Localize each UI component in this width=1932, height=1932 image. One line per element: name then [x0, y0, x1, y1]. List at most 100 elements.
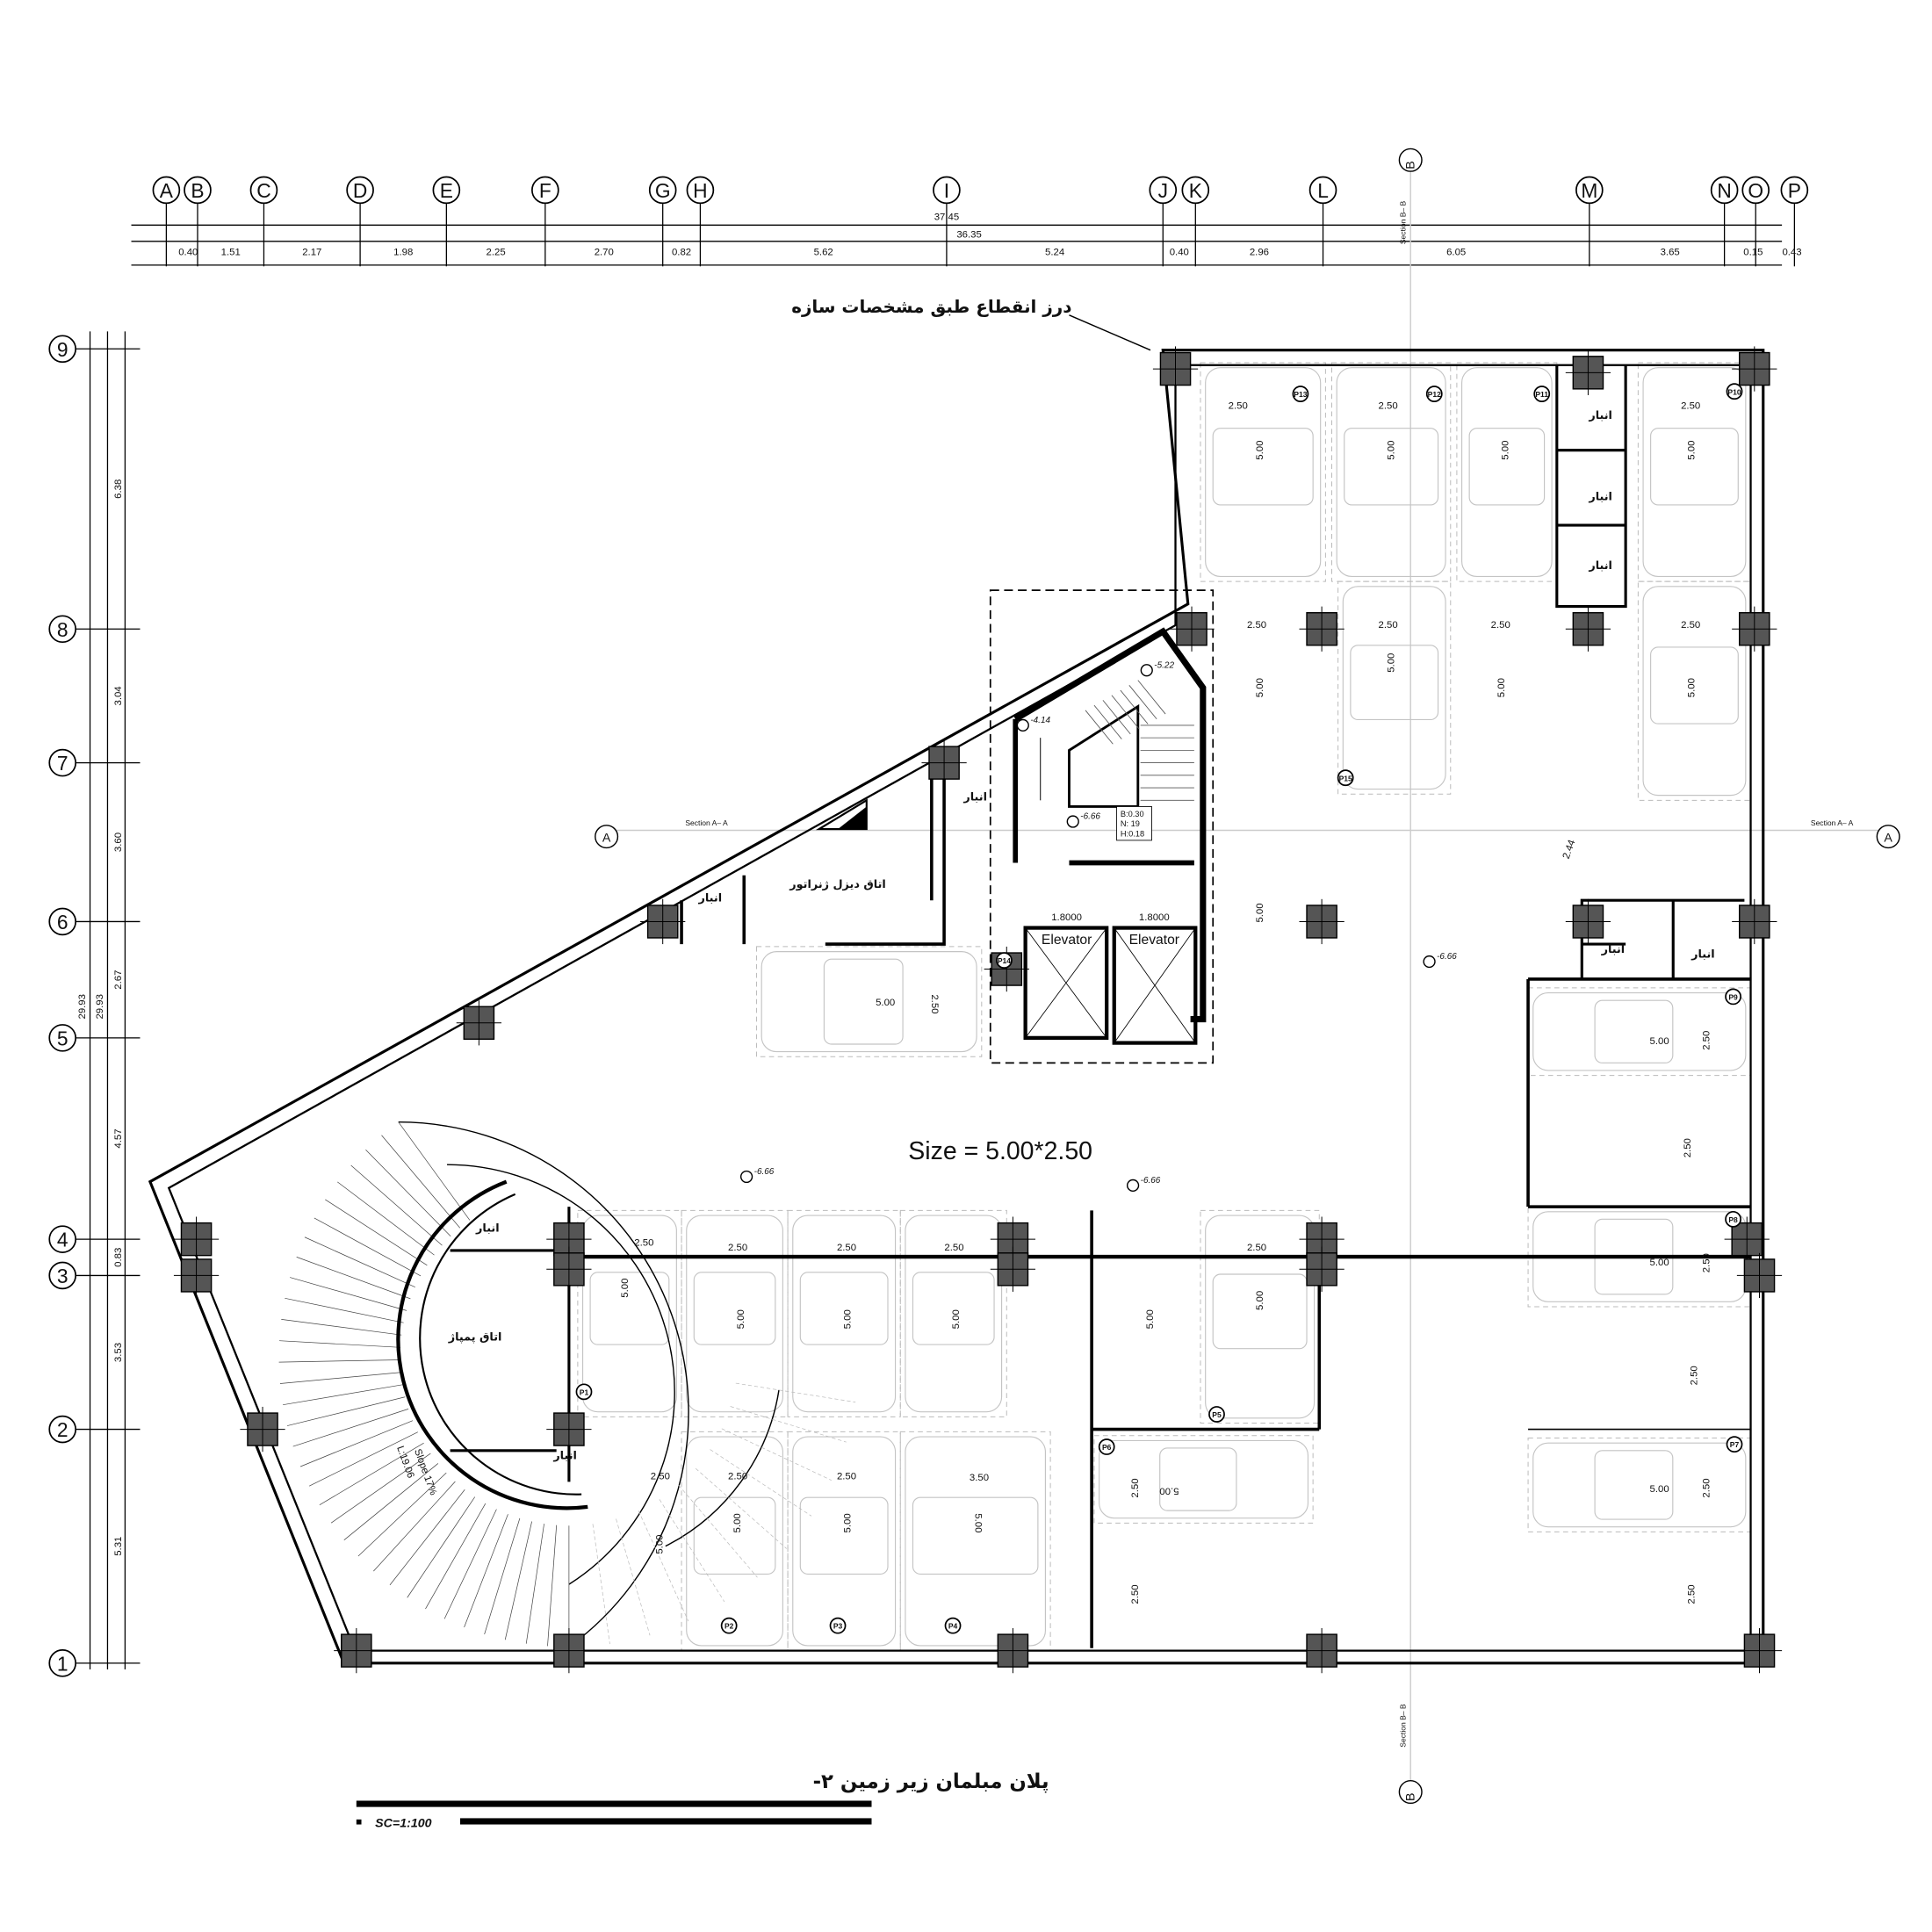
ramp-tread	[695, 1467, 787, 1549]
grid-bubble-row	[48, 1225, 77, 1253]
car-roof	[799, 1272, 889, 1345]
grid-bubble-column	[1741, 176, 1770, 205]
stair-info-line: N: 19	[1121, 819, 1140, 828]
stall-width-dim: 2.50	[929, 994, 940, 1013]
dimension-value: 2.70	[595, 247, 614, 257]
grid-row-label: 6	[57, 911, 68, 934]
stall-length-dim: 5.00	[951, 1309, 962, 1329]
parking-stall	[1337, 580, 1452, 795]
car-roof	[1159, 1447, 1237, 1511]
stair-info-line: H:0.18	[1121, 830, 1144, 839]
dimension-value: 5.62	[814, 247, 833, 257]
car-body	[792, 1215, 897, 1413]
ramp-tread	[443, 1509, 497, 1619]
stair-tread	[1111, 695, 1140, 730]
parking-number: P15	[1339, 774, 1352, 782]
car-roof	[693, 1272, 776, 1345]
ramp-tread	[337, 1181, 435, 1256]
stall-length-dim: 5.00	[876, 998, 895, 1008]
stall-width-dim: 2.50	[1130, 1584, 1141, 1604]
grid-bubble-column	[686, 176, 715, 205]
section-label: Section A– A	[1811, 818, 1854, 827]
grid-bubble-row	[48, 1649, 77, 1677]
stall-length-dim: 5.00	[1686, 441, 1697, 460]
grid-bubble-column	[346, 176, 374, 205]
car-body	[1461, 367, 1553, 578]
room-label-storage: انبار	[1690, 948, 1715, 962]
spiral-ramp	[278, 1121, 856, 1647]
stall-width-dim: 2.50	[634, 1237, 653, 1248]
section-marker-b	[1398, 148, 1423, 172]
car-body	[1642, 586, 1747, 797]
pump-room-wall	[396, 1179, 588, 1510]
car-body	[1205, 1215, 1316, 1419]
room-label-generator: اتاق دیزل ژنراتور	[789, 878, 886, 891]
car-roof	[912, 1272, 995, 1345]
ramp-tread	[638, 1510, 689, 1622]
parking-stall	[577, 1209, 682, 1417]
car-body	[1342, 586, 1446, 790]
dimension-value: 3.04	[113, 686, 124, 705]
parking-number-badge	[1425, 386, 1443, 402]
car-icon	[792, 1436, 897, 1647]
stall-length-dim: 5.00	[1255, 903, 1265, 922]
parking-number-badge	[1726, 383, 1743, 400]
level-marker-icon	[1016, 718, 1029, 732]
expansion-joint-note: درز انقطاع طبق مشخصات سازه	[791, 297, 1071, 317]
stall-length-dim: 5.00	[973, 1513, 984, 1532]
ramp-tread	[279, 1340, 400, 1348]
stall-width-dim: 2.50	[1247, 620, 1266, 631]
stall-length-dim: 5.00	[1159, 1485, 1179, 1496]
car-body	[1205, 367, 1322, 578]
stair-treads	[1040, 680, 1194, 801]
car-icon	[1642, 367, 1747, 578]
stair-tread	[1102, 700, 1131, 735]
ramp-tread	[373, 1481, 456, 1572]
room-label-storage: انبار	[552, 1450, 577, 1463]
grid-column-label: D	[353, 179, 367, 202]
grid-row-label: 4	[57, 1229, 68, 1251]
grid-bubble-row	[48, 748, 77, 777]
stall-width-dim: 2.50	[1229, 401, 1248, 412]
ramp-tread	[286, 1396, 406, 1426]
ramp-tread	[721, 1428, 832, 1481]
parking-number-badge	[1208, 1406, 1225, 1423]
parking-number: P14	[998, 956, 1011, 965]
ramp-tread	[357, 1472, 447, 1557]
parking-number: P8	[1728, 1215, 1738, 1224]
car-body	[905, 1436, 1046, 1647]
stall-width-dim: 2.50	[1702, 1478, 1712, 1497]
car-roof	[1594, 999, 1674, 1063]
section-marker-a	[595, 825, 619, 849]
grid-bubble-row	[48, 615, 77, 644]
grid-row-label: 5	[57, 1027, 68, 1049]
parking-number-badge	[1337, 769, 1354, 787]
stall-width-dim: 2.50	[944, 1243, 963, 1253]
grid-column-label: M	[1581, 179, 1597, 202]
grid-row-label: 8	[57, 618, 68, 641]
ramp-tread	[381, 1135, 460, 1229]
grid-bubble-column	[531, 176, 559, 205]
grid-row-label: 7	[57, 752, 68, 775]
section-marker-a	[1876, 825, 1900, 849]
grid-column-label: L	[1317, 179, 1329, 202]
dimension-value: 6.38	[113, 479, 124, 499]
dimension-value: 3.65	[1661, 247, 1680, 257]
section-mark-label: A	[602, 831, 611, 845]
dimension-total: 29.93	[77, 994, 88, 1019]
parking-number-badge	[996, 952, 1013, 969]
section-label: Section B– B	[1399, 1704, 1408, 1748]
car-icon	[1461, 367, 1553, 578]
stair-tread	[1120, 689, 1149, 724]
car-roof	[1650, 428, 1739, 506]
level-value: -6.66	[1437, 952, 1457, 962]
grid-column-label: G	[655, 179, 671, 202]
parking-stall	[755, 946, 983, 1057]
stair-tread	[1137, 680, 1166, 715]
stall-length-dim: 5.00	[842, 1513, 853, 1532]
car-icon	[905, 1436, 1046, 1647]
stall-width-dim: 2.50	[837, 1472, 856, 1482]
dimension-value: 0.40	[1170, 247, 1189, 257]
grid-row-label: 9	[57, 338, 68, 361]
